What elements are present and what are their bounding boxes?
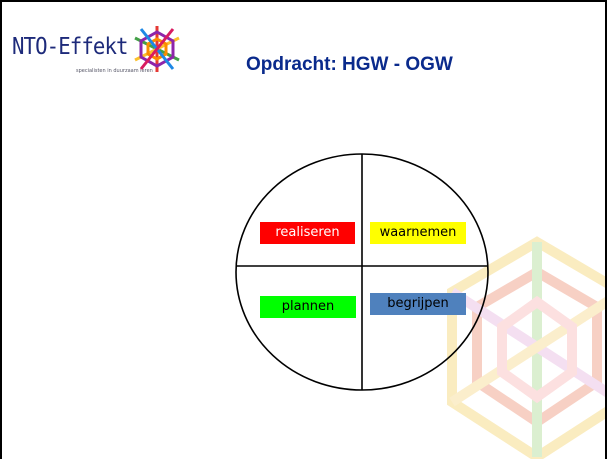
circle-shape — [235, 153, 489, 391]
label-plannen: plannen — [260, 296, 356, 318]
slide-title: Opdracht: HGW - OGW — [246, 54, 453, 75]
quadrant-diagram: realiseren waarnemen plannen begrijpen — [234, 152, 490, 392]
logo-text: NTO-Effekt — [12, 34, 129, 60]
logo-star-icon — [134, 26, 180, 72]
label-waarnemen: waarnemen — [370, 222, 466, 244]
logo: NTO-Effekt specialisten in duurzaam lere… — [10, 26, 186, 84]
watermark-star-icon — [447, 236, 605, 459]
label-begrijpen: begrijpen — [370, 293, 466, 315]
logo-tagline: specialisten in duurzaam leren — [76, 68, 153, 74]
label-realiseren: realiseren — [260, 222, 355, 244]
